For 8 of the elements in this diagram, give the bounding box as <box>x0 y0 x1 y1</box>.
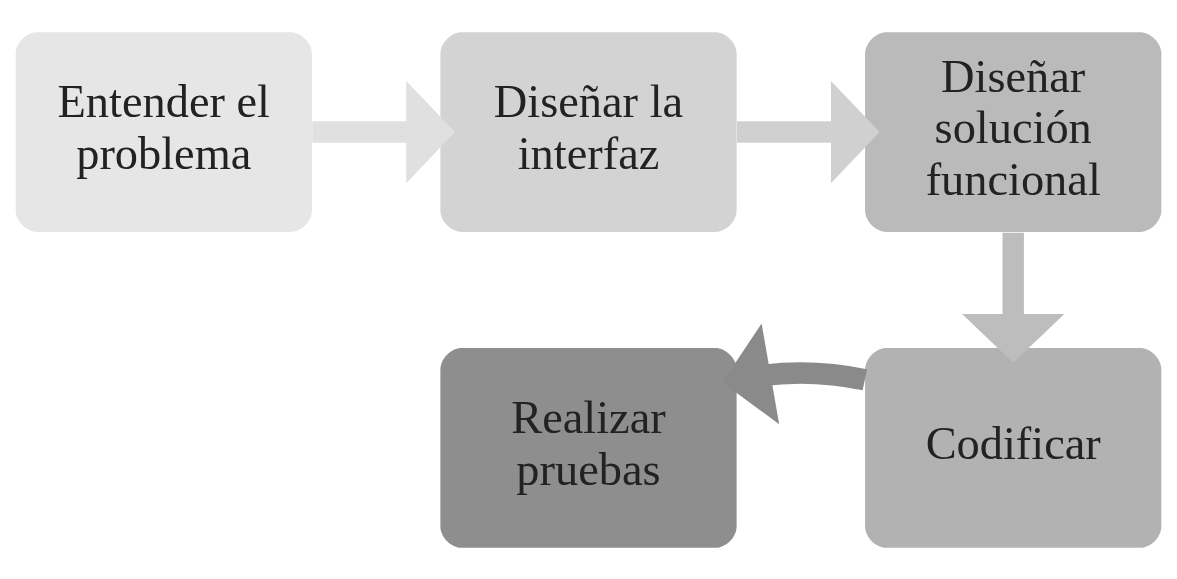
node-box: Codificar <box>865 347 1162 548</box>
node-box: Diseñar la interfaz <box>440 31 737 232</box>
arrow <box>737 80 880 183</box>
node-box: Entender el problema <box>15 31 312 232</box>
node-box: Realizar pruebas <box>440 347 737 548</box>
arrow <box>312 80 455 183</box>
node-box: Diseñar solución funcional <box>865 31 1162 232</box>
arrow <box>962 232 1065 363</box>
